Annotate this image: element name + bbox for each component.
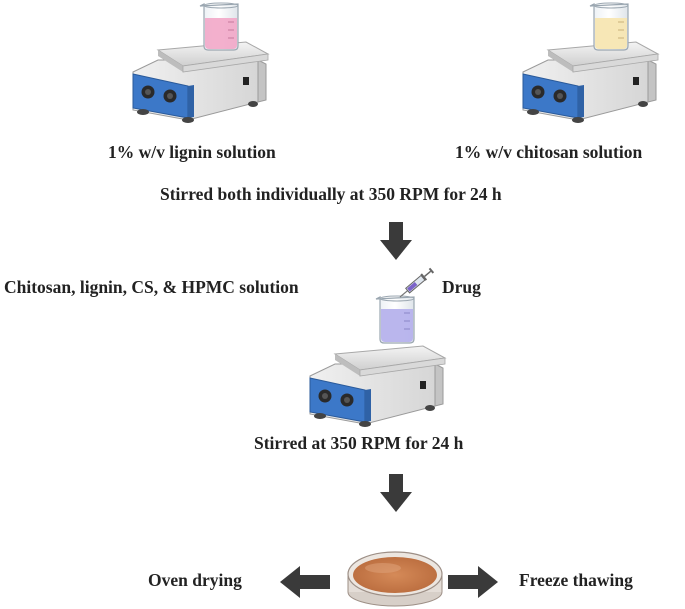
- beaker-icon: [199, 2, 239, 51]
- syringe-icon: [399, 267, 435, 298]
- arrow-icon: [380, 474, 412, 512]
- arrow-icon: [448, 566, 498, 598]
- lignin-solution-label: 1% w/v lignin solution: [108, 142, 276, 162]
- oven-drying-label: Oven drying: [148, 570, 242, 590]
- mixture-solution-label: Chitosan, lignin, CS, & HPMC solution: [4, 277, 299, 297]
- beaker-icon: [589, 2, 629, 51]
- chitosan-solution-label: 1% w/v chitosan solution: [455, 142, 643, 162]
- petri-dish-icon: [347, 551, 443, 607]
- stir-mixture-label: Stirred at 350 RPM for 24 h: [254, 433, 464, 453]
- drug-label: Drug: [442, 277, 481, 297]
- magnetic-stirrer-icon: [132, 41, 269, 124]
- stir-both-label: Stirred both individually at 350 RPM for…: [160, 184, 502, 204]
- magnetic-stirrer-icon: [522, 41, 659, 124]
- arrow-icon: [380, 222, 412, 260]
- freeze-thawing-label: Freeze thawing: [519, 570, 633, 590]
- magnetic-stirrer-icon: [309, 345, 446, 428]
- arrow-icon: [280, 566, 330, 598]
- beaker-icon: [375, 295, 415, 344]
